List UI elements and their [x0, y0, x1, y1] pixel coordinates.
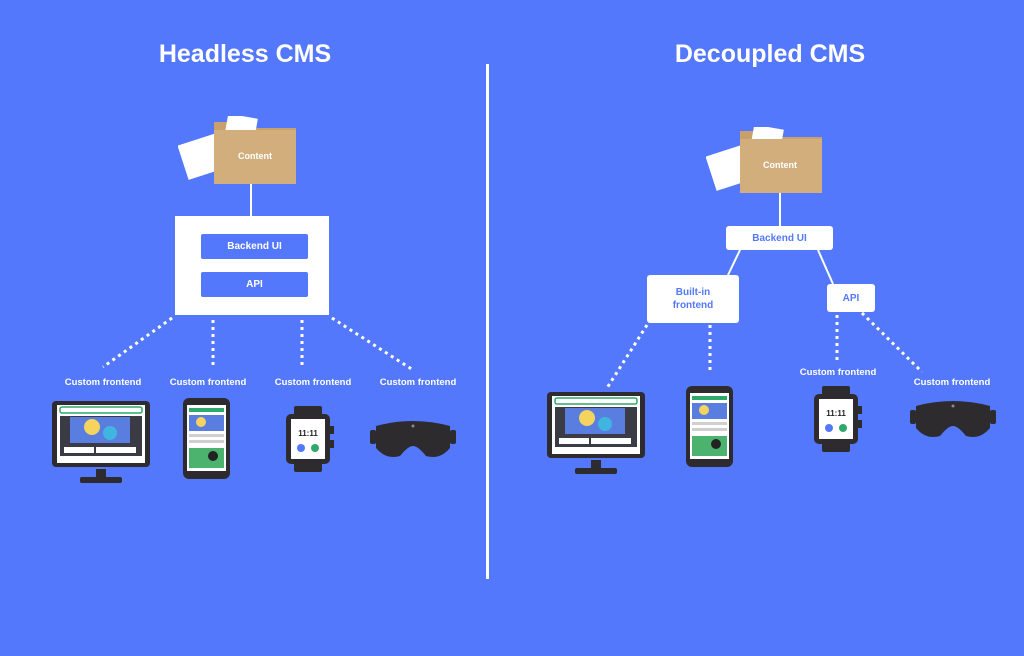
- frontend-label-watch: Custom frontend: [799, 367, 877, 378]
- smartwatch-icon: 11:11: [814, 386, 862, 452]
- backend-ui-box: Backend UI: [726, 226, 833, 250]
- vr-headset-icon: [370, 421, 456, 457]
- desktop-monitor-icon: [547, 392, 645, 474]
- builtin-frontend-box: Built-in frontend: [647, 275, 739, 323]
- desktop-monitor-icon: [52, 401, 150, 483]
- frontend-label-vr: Custom frontend: [913, 377, 991, 388]
- smartphone-icon: [686, 386, 733, 467]
- frontend-label-vr: Custom frontend: [379, 377, 457, 388]
- folder-icon: [178, 116, 296, 184]
- vr-headset-icon: [910, 401, 996, 437]
- frontend-label-watch: Custom frontend: [274, 377, 352, 388]
- folder-icon: [706, 127, 822, 193]
- backend-ui-box: Backend UI: [201, 234, 308, 259]
- watch-time-text: 11:11: [298, 429, 318, 438]
- headless-title: Headless CMS: [158, 40, 332, 68]
- api-box: API: [201, 272, 308, 297]
- smartphone-icon: [183, 398, 230, 479]
- smartwatch-icon: 11:11: [286, 406, 334, 472]
- content-label: Content: [238, 151, 272, 161]
- decoupled-title: Decoupled CMS: [674, 40, 866, 68]
- frontend-label-desktop: Custom frontend: [64, 377, 142, 388]
- api-box: API: [827, 284, 875, 312]
- frontend-label-phone: Custom frontend: [169, 377, 247, 388]
- section-divider: [486, 64, 489, 579]
- watch-time-text: 11:11: [826, 409, 846, 418]
- content-label: Content: [763, 160, 797, 170]
- cms-backend-box: [175, 216, 329, 315]
